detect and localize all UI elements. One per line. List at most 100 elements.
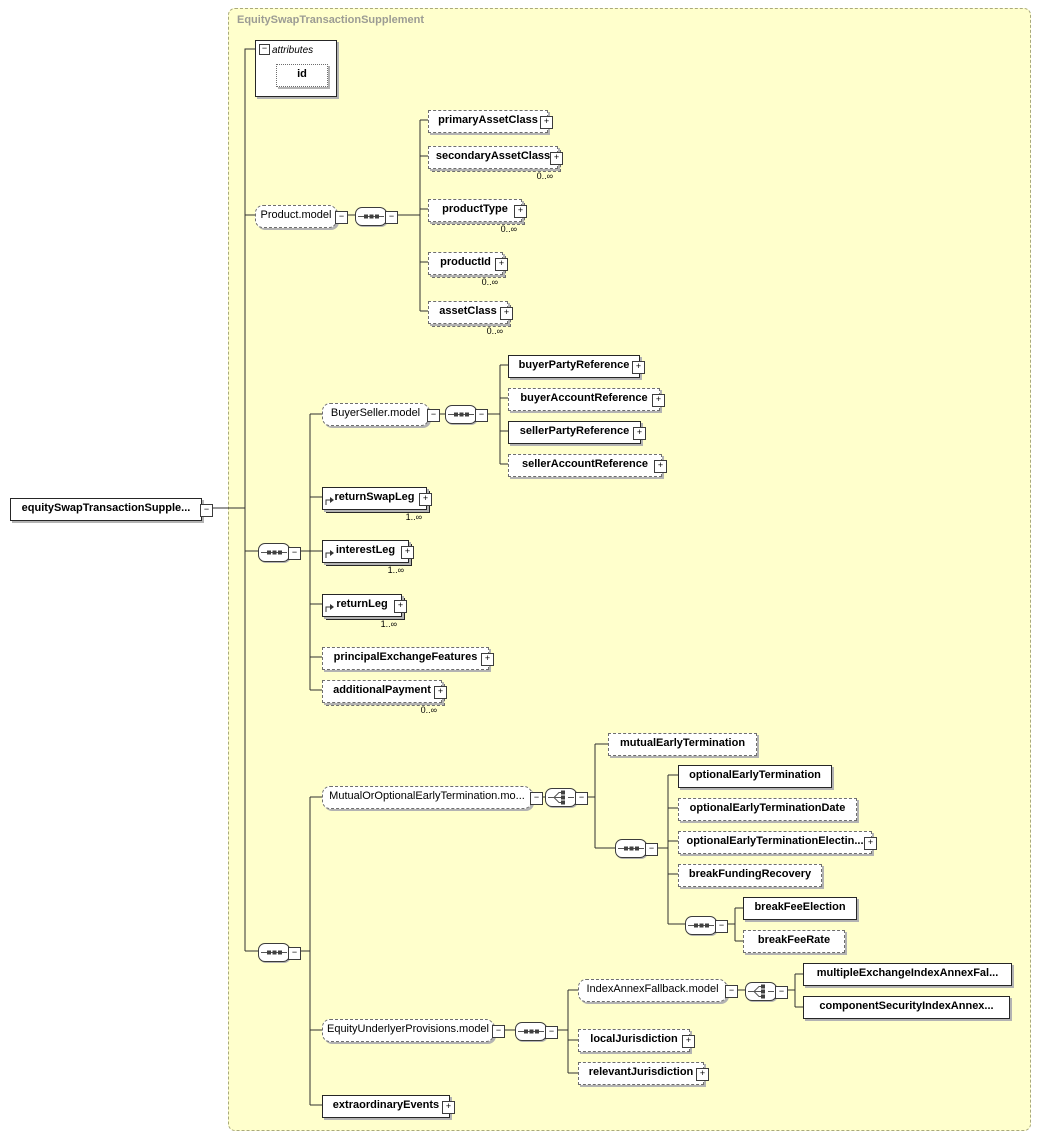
reference-arrow-icon: [325, 600, 335, 612]
expand-icon[interactable]: +: [419, 492, 432, 506]
element-sellerPartyReference[interactable]: sellerPartyReference +: [508, 421, 646, 444]
element-secondaryAssetClass[interactable]: secondaryAssetClass + 0..∞: [428, 146, 563, 181]
element-label: sellerAccountReference: [522, 458, 648, 470]
occurrence-label: 0..∞: [420, 705, 437, 715]
collapse-icon[interactable]: −: [725, 984, 738, 998]
collapse-icon[interactable]: −: [475, 408, 488, 422]
collapse-icon[interactable]: −: [775, 985, 788, 999]
expand-icon[interactable]: +: [682, 1034, 695, 1048]
element-buyerPartyReference[interactable]: buyerPartyReference +: [508, 355, 645, 378]
element-principalExchangeFeatures[interactable]: principalExchangeFeatures +: [322, 647, 494, 670]
expand-icon[interactable]: +: [442, 1100, 455, 1114]
element-productType[interactable]: productType + 0..∞: [428, 199, 527, 234]
expand-icon[interactable]: +: [434, 685, 447, 699]
element-label: additionalPayment: [333, 684, 431, 696]
expand-icon[interactable]: +: [864, 836, 877, 850]
collapse-icon[interactable]: −: [645, 842, 658, 856]
collapse-icon[interactable]: −: [492, 1024, 505, 1038]
element-relevantJurisdiction[interactable]: relevantJurisdiction +: [578, 1062, 709, 1085]
attribute-id[interactable]: id: [276, 64, 328, 87]
element-label: returnLeg: [336, 598, 388, 610]
element-returnLeg[interactable]: returnLeg + 1..∞: [322, 594, 407, 629]
sequence-compositor[interactable]: −: [258, 943, 301, 962]
collapse-icon[interactable]: −: [200, 503, 213, 517]
sequence-compositor[interactable]: −: [258, 543, 301, 562]
collapse-icon[interactable]: −: [575, 791, 588, 805]
element-equitySwapTransactionSupplement[interactable]: equitySwapTransactionSupple... −: [10, 498, 213, 521]
element-breakFundingRecovery[interactable]: breakFundingRecovery: [678, 864, 822, 887]
element-buyerAccountReference[interactable]: buyerAccountReference +: [508, 388, 665, 411]
sequence-icon: [618, 846, 644, 851]
collapse-icon[interactable]: −: [288, 946, 301, 960]
element-localJurisdiction[interactable]: localJurisdiction +: [578, 1029, 695, 1052]
expand-icon[interactable]: +: [495, 257, 508, 271]
model-group-indexAnnexFallback[interactable]: IndexAnnexFallback.model −: [578, 979, 738, 1002]
element-extraordinaryEvents[interactable]: extraordinaryEvents +: [322, 1095, 455, 1118]
expand-icon[interactable]: +: [696, 1067, 709, 1081]
sequence-compositor[interactable]: −: [355, 207, 398, 226]
expand-icon[interactable]: +: [632, 360, 645, 374]
expand-icon[interactable]: +: [550, 151, 563, 165]
expand-icon[interactable]: +: [481, 652, 494, 666]
expand-icon[interactable]: +: [514, 204, 527, 218]
collapse-icon[interactable]: −: [288, 546, 301, 560]
model-label: IndexAnnexFallback.model: [586, 983, 719, 995]
element-productId[interactable]: productId + 0..∞: [428, 252, 508, 287]
element-label: equitySwapTransactionSupple...: [21, 502, 191, 514]
model-group-equityUnderlyerProvisions[interactable]: EquityUnderlyerProvisions.model −: [322, 1019, 505, 1042]
sequence-compositor[interactable]: −: [615, 839, 658, 858]
element-label: productType: [442, 203, 508, 215]
element-sellerAccountReference[interactable]: sellerAccountReference +: [508, 454, 667, 477]
sequence-compositor[interactable]: −: [515, 1022, 558, 1041]
occurrence-label: 0..∞: [536, 171, 553, 181]
expand-icon[interactable]: +: [652, 393, 665, 407]
element-returnSwapLeg[interactable]: returnSwapLeg + 1..∞: [322, 487, 432, 522]
element-assetClass[interactable]: assetClass + 0..∞: [428, 301, 513, 336]
element-primaryAssetClass[interactable]: primaryAssetClass +: [428, 110, 553, 133]
collapse-icon[interactable]: −: [335, 210, 348, 224]
collapse-icon[interactable]: −: [545, 1025, 558, 1039]
expand-icon[interactable]: +: [540, 115, 553, 129]
element-breakFeeRate[interactable]: breakFeeRate: [743, 930, 845, 953]
model-group-product[interactable]: Product.model −: [255, 205, 348, 228]
element-label: breakFeeRate: [757, 934, 831, 946]
element-optionalEarlyTerminationElection[interactable]: optionalEarlyTerminationElectin... +: [678, 831, 877, 854]
collapse-icon[interactable]: −: [259, 44, 270, 55]
collapse-icon[interactable]: −: [530, 791, 543, 805]
element-label: productId: [440, 256, 491, 268]
expand-icon[interactable]: +: [394, 599, 407, 613]
choice-compositor[interactable]: −: [745, 982, 788, 1001]
element-label: extraordinaryEvents: [332, 1099, 440, 1111]
collapse-icon[interactable]: −: [427, 408, 440, 422]
collapse-icon[interactable]: −: [385, 210, 398, 224]
sequence-compositor[interactable]: −: [685, 916, 728, 935]
element-interestLeg[interactable]: interestLeg + 1..∞: [322, 540, 414, 575]
element-additionalPayment[interactable]: additionalPayment + 0..∞: [322, 680, 447, 715]
element-componentSecurityIndexAnnex[interactable]: componentSecurityIndexAnnex...: [803, 996, 1010, 1019]
choice-compositor[interactable]: −: [545, 788, 588, 807]
expand-icon[interactable]: +: [654, 459, 667, 473]
sequence-compositor[interactable]: −: [445, 405, 488, 424]
model-label: MutualOrOptionalEarlyTermination.mo...: [329, 790, 525, 802]
model-group-mutualOrOptionalEarlyTermination[interactable]: MutualOrOptionalEarlyTermination.mo... −: [322, 786, 543, 809]
sequence-icon: [518, 1029, 544, 1034]
element-mutualEarlyTermination[interactable]: mutualEarlyTermination: [608, 733, 757, 756]
sequence-icon: [358, 214, 384, 219]
expand-icon[interactable]: +: [401, 545, 414, 559]
schema-title: EquitySwapTransactionSupplement: [237, 14, 425, 26]
element-optionalEarlyTerminationDate[interactable]: optionalEarlyTerminationDate: [678, 798, 857, 821]
element-optionalEarlyTermination[interactable]: optionalEarlyTermination: [678, 765, 832, 788]
collapse-icon[interactable]: −: [715, 919, 728, 933]
expand-icon[interactable]: +: [500, 306, 513, 320]
element-breakFeeElection[interactable]: breakFeeElection: [743, 897, 857, 920]
element-label: breakFundingRecovery: [688, 868, 812, 880]
element-multipleExchangeIndexAnnexFallback[interactable]: multipleExchangeIndexAnnexFal...: [803, 963, 1012, 986]
model-group-buyerseller[interactable]: BuyerSeller.model −: [322, 403, 440, 426]
element-label: principalExchangeFeatures: [333, 651, 478, 663]
schema-content-box: EquitySwapTransactionSupplement: [228, 8, 1031, 1131]
occurrence-label: 0..∞: [486, 326, 503, 336]
occurrence-label: 0..∞: [481, 277, 498, 287]
expand-icon[interactable]: +: [633, 426, 646, 440]
element-label: buyerPartyReference: [518, 359, 630, 371]
